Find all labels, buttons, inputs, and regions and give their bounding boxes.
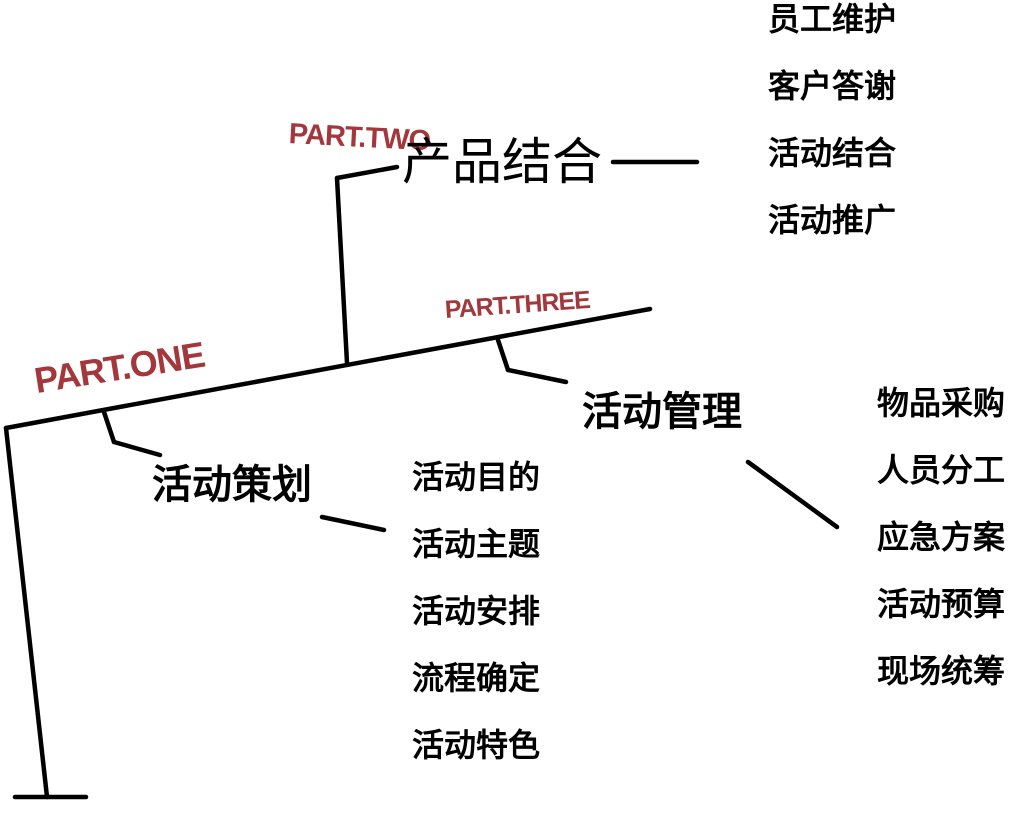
management-list-item: 活动预算 [877,585,1006,623]
main-trunk-line [3,306,653,431]
management-to-list-line [745,459,840,530]
planning-list-item: 活动主题 [412,525,541,563]
product-list-item: 客户答谢 [768,67,897,105]
management-node-title: 活动管理 [582,389,742,435]
product-list-item: 员工维护 [768,0,897,38]
branch-one-arm [111,439,163,458]
management-list-item: 应急方案 [877,518,1006,556]
management-list-item: 人员分工 [877,451,1006,489]
vertical-post-line [3,425,50,800]
planning-list-item: 活动目的 [412,458,541,496]
branch-one-tick [101,409,117,445]
management-list-item: 现场统筹 [877,652,1006,690]
planning-list-item: 流程确定 [412,659,541,697]
planning-to-list-line [319,514,387,533]
planning-item-list: 活动目的活动主题活动安排流程确定活动特色 [412,461,540,796]
product-list-item: 活动结合 [768,134,897,172]
management-item-list: 物品采购人员分工应急方案活动预算现场统筹 [877,387,1005,722]
product-list-item: 活动推广 [768,201,897,239]
planning-list-item: 活动特色 [412,726,541,764]
branch-two-arm [334,164,400,181]
product-item-list: 员工维护客户答谢活动结合活动推广 [768,3,896,271]
product-node-title: 产品结合 [402,133,602,191]
planning-list-item: 活动安排 [412,592,541,630]
management-list-item: 物品采购 [877,384,1006,422]
branch-three-arm [505,367,569,385]
branch-three-tick [495,337,511,373]
branch-two-post [334,175,350,366]
planning-node-title: 活动策划 [152,462,312,508]
